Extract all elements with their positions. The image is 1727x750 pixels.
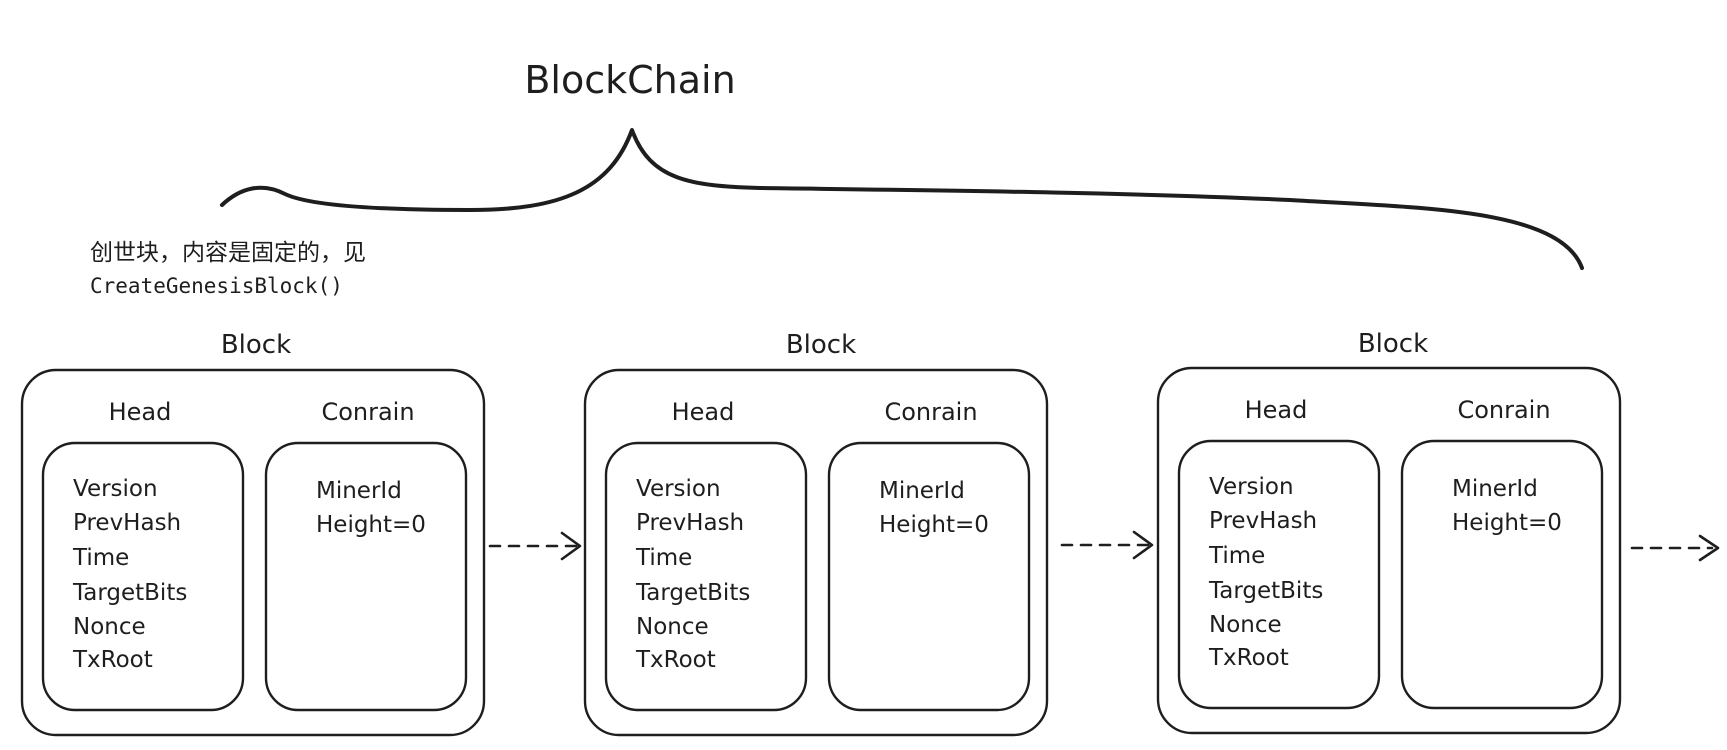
- block-2-field-targetbits: TargetBits: [635, 580, 750, 606]
- block-3-field-time: Time: [1208, 543, 1265, 569]
- block-3-title: Block: [1358, 329, 1428, 359]
- block-2-contain-label: Conrain: [884, 398, 977, 426]
- block-1-field-minerid: MinerId: [316, 478, 402, 504]
- block-3-field-nonce: Nonce: [1209, 612, 1282, 638]
- genesis-note-line2: CreateGenesisBlock(): [90, 274, 343, 298]
- block-3-field-minerid: MinerId: [1452, 476, 1538, 502]
- block-1-field-nonce: Nonce: [73, 614, 146, 640]
- block-3-frame: [1156, 366, 1622, 735]
- block-3-head-label: Head: [1245, 396, 1308, 424]
- block-3-field-height: Height=0: [1452, 510, 1562, 536]
- block-3: Block Head Conrain Version PrevHash Time…: [1156, 329, 1622, 735]
- block-3-contain-box: [1400, 439, 1604, 710]
- block-2-field-minerid: MinerId: [879, 478, 965, 504]
- block-3-field-prevhash: PrevHash: [1209, 508, 1317, 534]
- block-2-field-height: Height=0: [879, 512, 989, 538]
- diagram-title: BlockChain: [524, 58, 735, 102]
- block-1-field-time: Time: [72, 545, 129, 571]
- block-2-field-txroot: TxRoot: [635, 647, 716, 673]
- block-1-head-label: Head: [109, 398, 172, 426]
- block-2-field-time: Time: [635, 545, 692, 571]
- block-2-contain-box: [827, 441, 1031, 712]
- block-2-field-version: Version: [636, 476, 721, 502]
- block-1: Block Head Conrain Version PrevHash Time…: [20, 330, 486, 737]
- block-3-contain-label: Conrain: [1457, 396, 1550, 424]
- chain-brace: [220, 128, 1584, 270]
- block-3-field-version: Version: [1209, 474, 1294, 500]
- block-1-field-height: Height=0: [316, 512, 426, 538]
- block-1-field-prevhash: PrevHash: [73, 510, 181, 536]
- block-2-title: Block: [786, 330, 856, 360]
- genesis-note-line1: 创世块，内容是固定的，见: [90, 240, 366, 266]
- block-1-contain-label: Conrain: [321, 398, 414, 426]
- block-2-head-label: Head: [672, 398, 735, 426]
- block-2-field-prevhash: PrevHash: [636, 510, 744, 536]
- block-2-head-box: [604, 441, 808, 712]
- block-2-frame: [583, 368, 1049, 737]
- block-1-title: Block: [221, 330, 291, 360]
- block-1-field-version: Version: [73, 476, 158, 502]
- block-1-field-targetbits: TargetBits: [72, 580, 187, 606]
- block-2: Block Head Conrain Version PrevHash Time…: [583, 330, 1049, 737]
- block-1-head-box: [41, 441, 245, 712]
- arrow-block-3-next: [1630, 534, 1720, 562]
- block-2-field-nonce: Nonce: [636, 614, 709, 640]
- block-1-contain-box: [264, 441, 468, 712]
- block-3-field-targetbits: TargetBits: [1208, 578, 1323, 604]
- block-1-field-txroot: TxRoot: [72, 647, 153, 673]
- block-3-field-txroot: TxRoot: [1208, 645, 1289, 671]
- arrow-block-2-to-3: [1060, 530, 1154, 560]
- block-1-frame: [20, 368, 486, 737]
- arrow-block-1-to-2: [488, 531, 582, 561]
- block-3-head-box: [1177, 439, 1381, 710]
